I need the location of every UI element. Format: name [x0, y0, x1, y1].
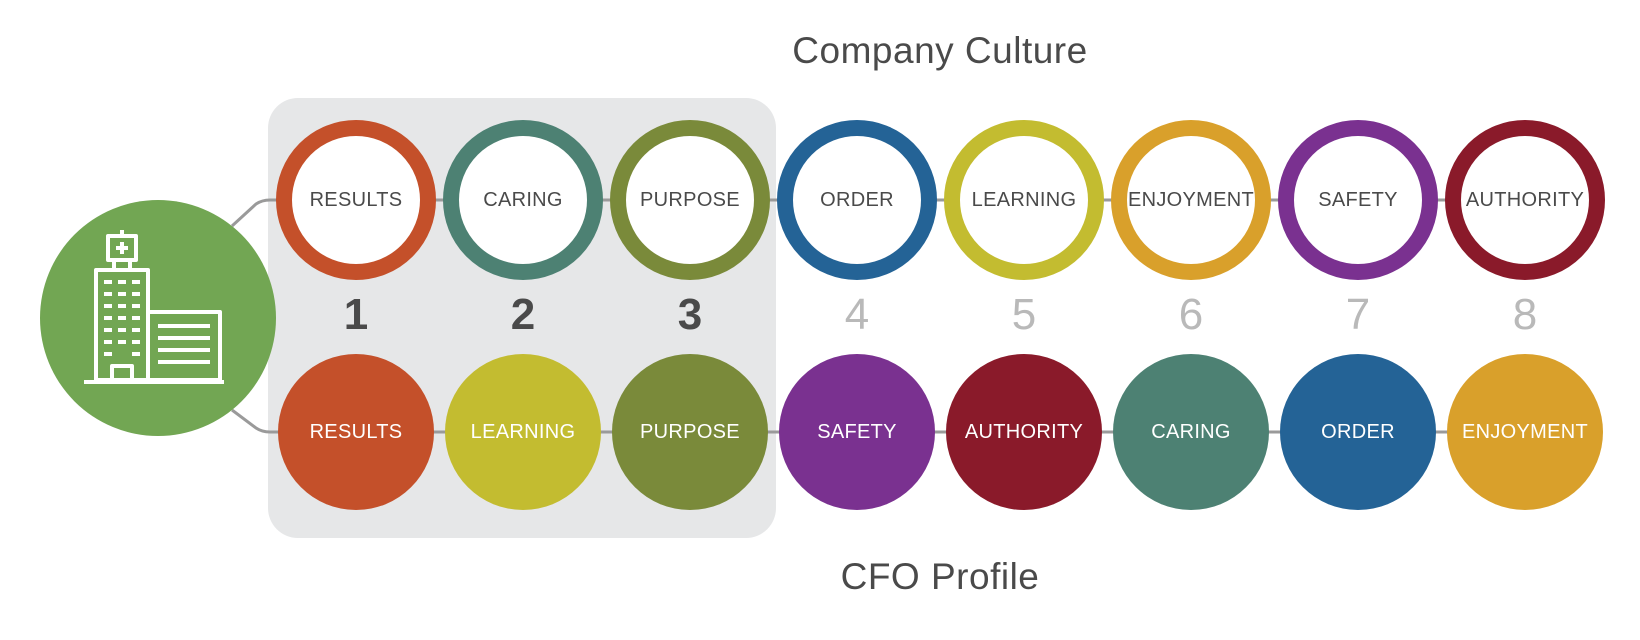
rank-number: 8 — [1512, 290, 1538, 339]
rank-number: 4 — [844, 290, 870, 339]
culture-value-label: PURPOSE — [640, 188, 740, 211]
culture-value-ring-2: CARING — [443, 120, 603, 280]
culture-branch-line — [230, 198, 290, 228]
culture-value-ring-1: RESULTS — [276, 120, 436, 280]
culture-value-ring-7: SAFETY — [1278, 120, 1438, 280]
rank-number: 6 — [1178, 290, 1204, 339]
profile-value-label: SAFETY — [817, 420, 897, 443]
culture-value-label: SAFETY — [1318, 188, 1398, 211]
culture-value-label: AUTHORITY — [1465, 188, 1585, 211]
profile-value-label: AUTHORITY — [964, 420, 1084, 443]
company-icon-circle — [40, 200, 276, 436]
profile-value-disc-6: CARING — [1113, 354, 1269, 510]
profile-value-label: LEARNING — [470, 420, 576, 443]
profile-value-disc-3: PURPOSE — [612, 354, 768, 510]
profile-value-disc-2: LEARNING — [445, 354, 601, 510]
cfo-profile-title: CFO Profile — [840, 556, 1040, 597]
culture-value-label: ORDER — [820, 188, 894, 211]
profile-value-disc-5: AUTHORITY — [946, 354, 1102, 510]
culture-value-label: ENJOYMENT — [1127, 188, 1255, 211]
profile-value-disc-1: RESULTS — [278, 354, 434, 510]
rank-number: 1 — [343, 290, 369, 339]
culture-value-label: LEARNING — [971, 188, 1077, 211]
culture-value-label: CARING — [483, 188, 563, 211]
profile-value-disc-8: ENJOYMENT — [1447, 354, 1603, 510]
company-culture-title: Company Culture — [792, 30, 1088, 71]
hospital-building-icon — [84, 230, 224, 384]
rank-number: 2 — [510, 290, 536, 339]
culture-value-ring-6: ENJOYMENT — [1111, 120, 1271, 280]
profile-value-disc-4: SAFETY — [779, 354, 935, 510]
culture-value-ring-8: AUTHORITY — [1445, 120, 1605, 280]
profile-branch-line — [231, 408, 290, 434]
culture-value-ring-4: ORDER — [777, 120, 937, 280]
profile-value-label: CARING — [1151, 420, 1231, 443]
rank-number: 7 — [1345, 290, 1371, 339]
rank-number: 5 — [1011, 290, 1037, 339]
profile-value-label: ENJOYMENT — [1461, 420, 1589, 443]
culture-value-ring-5: LEARNING — [944, 120, 1104, 280]
profile-value-label: ORDER — [1321, 420, 1395, 443]
profile-value-disc-7: ORDER — [1280, 354, 1436, 510]
culture-value-label: RESULTS — [309, 188, 403, 211]
profile-value-label: PURPOSE — [640, 420, 740, 443]
profile-value-label: RESULTS — [309, 420, 403, 443]
rank-number: 3 — [677, 290, 703, 339]
culture-value-ring-3: PURPOSE — [610, 120, 770, 280]
